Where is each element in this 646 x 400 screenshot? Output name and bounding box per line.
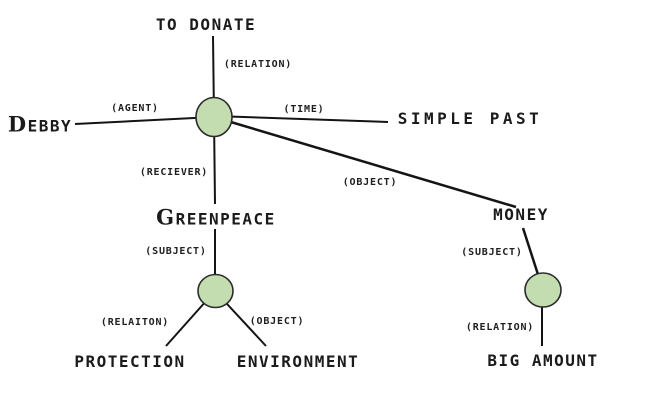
edge-agent [74, 116, 215, 125]
edge-label-object-main: (OBJECT) [342, 177, 398, 188]
relation-node-main [195, 96, 233, 138]
edge-object-main [213, 115, 517, 209]
edge-time [213, 115, 389, 123]
edge-label-subject-right: (SUBJECT) [461, 247, 523, 258]
edge-label-object-bottom: (OBJECT) [249, 316, 305, 327]
concept-debby: DEBBY [7, 111, 73, 137]
relation-node-money [524, 272, 562, 308]
edge-label-relation-bottom: (RELATION) [465, 322, 535, 333]
relation-node-greenpeace [197, 273, 234, 309]
concept-money: MONEY [493, 205, 549, 224]
concept-simple-past: SIMPLE PAST [397, 109, 543, 128]
edge-label-relaiton-bottom: (RELAITON) [100, 317, 170, 328]
edge-label-relation-top: (RELATION) [223, 59, 293, 70]
concept-protection: PROTECTION [74, 352, 186, 371]
concept-greenpeace: GREENPEACE [156, 204, 276, 230]
edge-label-agent: (AGENT) [111, 103, 159, 114]
concept-to-donate: TO DONATE [155, 15, 257, 34]
edge-label-time: (TIME) [283, 104, 325, 115]
edge-label-reciever: (RECIEVER) [139, 167, 209, 178]
edge-label-subject-left: (SUBJECT) [145, 246, 207, 257]
concept-environment: ENVIRONMENT [236, 352, 360, 371]
concept-big-amount: BIG AMOUNT [487, 351, 599, 370]
